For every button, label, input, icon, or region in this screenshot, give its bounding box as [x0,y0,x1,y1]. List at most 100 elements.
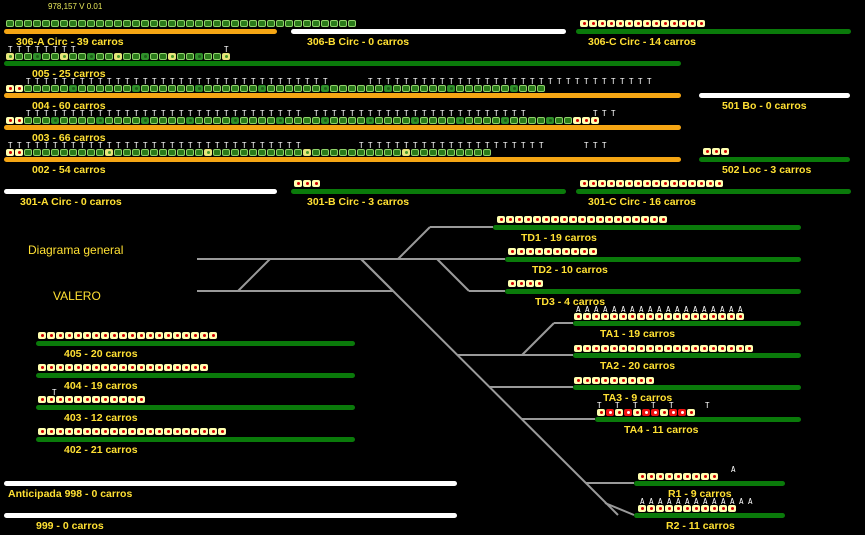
rail-car[interactable] [6,85,14,92]
rail-car[interactable] [33,20,41,27]
rail-car[interactable] [330,20,338,27]
track-r1[interactable] [634,481,785,486]
rail-car[interactable] [312,20,320,27]
rail-car[interactable] [456,149,464,156]
rail-car[interactable] [366,117,374,124]
rail-car[interactable] [267,149,275,156]
rail-car[interactable] [592,345,600,352]
rail-car[interactable] [619,313,627,320]
rail-car[interactable] [582,117,590,124]
rail-car[interactable] [348,20,356,27]
rail-car[interactable] [51,20,59,27]
rail-car[interactable] [209,428,217,435]
rail-car[interactable] [87,117,95,124]
track-306a[interactable] [4,29,277,34]
rail-car[interactable] [114,20,122,27]
rail-car[interactable] [526,248,534,255]
rail-car[interactable] [42,85,50,92]
rail-car[interactable] [69,53,77,60]
rail-car[interactable] [688,20,696,27]
rail-car[interactable] [656,505,664,512]
rail-car[interactable] [580,248,588,255]
rail-car[interactable] [456,117,464,124]
track-502[interactable] [699,157,850,162]
rail-car[interactable] [483,117,491,124]
rail-car[interactable] [483,149,491,156]
rail-car[interactable] [670,180,678,187]
rail-car[interactable] [51,149,59,156]
rail-car[interactable] [562,248,570,255]
rail-car[interactable] [736,313,744,320]
rail-car[interactable] [141,85,149,92]
rail-car[interactable] [601,345,609,352]
rail-car[interactable] [65,428,73,435]
rail-car[interactable] [655,313,663,320]
rail-car[interactable] [718,313,726,320]
rail-car[interactable] [510,117,518,124]
rail-car[interactable] [159,20,167,27]
rail-car[interactable] [665,505,673,512]
rail-car[interactable] [42,149,50,156]
rail-car[interactable] [528,117,536,124]
rail-car[interactable] [231,117,239,124]
rail-car[interactable] [114,85,122,92]
rail-car[interactable] [114,117,122,124]
rail-car[interactable] [535,248,543,255]
rail-car[interactable] [384,149,392,156]
rail-car[interactable] [137,364,145,371]
rail-car[interactable] [240,117,248,124]
rail-car[interactable] [303,180,311,187]
rail-car[interactable] [692,473,700,480]
rail-car[interactable] [650,216,658,223]
rail-car[interactable] [6,20,14,27]
rail-car[interactable] [128,364,136,371]
rail-car[interactable] [569,216,577,223]
rail-car[interactable] [623,216,631,223]
rail-car[interactable] [706,180,714,187]
rail-car[interactable] [697,180,705,187]
rail-car[interactable] [497,216,505,223]
rail-car[interactable] [200,332,208,339]
rail-car[interactable] [366,149,374,156]
rail-car[interactable] [92,332,100,339]
rail-car[interactable] [465,149,473,156]
rail-car[interactable] [123,53,131,60]
rail-car[interactable] [688,180,696,187]
rail-car[interactable] [492,117,500,124]
rail-car[interactable] [517,280,525,287]
rail-car[interactable] [195,117,203,124]
rail-car[interactable] [661,20,669,27]
rail-car[interactable] [598,20,606,27]
rail-car[interactable] [87,20,95,27]
rail-car[interactable] [642,409,650,416]
rail-car[interactable] [674,505,682,512]
rail-car[interactable] [177,20,185,27]
rail-car[interactable] [186,117,194,124]
rail-car[interactable] [56,332,64,339]
rail-car[interactable] [709,345,717,352]
rail-car[interactable] [580,20,588,27]
rail-car[interactable] [384,85,392,92]
rail-car[interactable] [506,216,514,223]
rail-car[interactable] [321,85,329,92]
rail-car[interactable] [607,20,615,27]
track-ta2[interactable] [573,353,801,358]
rail-car[interactable] [15,53,23,60]
rail-car[interactable] [411,117,419,124]
rail-car[interactable] [628,377,636,384]
rail-car[interactable] [191,364,199,371]
rail-car[interactable] [465,117,473,124]
rail-car[interactable] [625,180,633,187]
rail-car[interactable] [213,53,221,60]
rail-car[interactable] [159,149,167,156]
rail-car[interactable] [647,505,655,512]
rail-car[interactable] [209,332,217,339]
rail-car[interactable] [605,216,613,223]
rail-car[interactable] [625,20,633,27]
rail-car[interactable] [339,149,347,156]
rail-car[interactable] [692,505,700,512]
rail-car[interactable] [528,85,536,92]
rail-car[interactable] [682,345,690,352]
rail-car[interactable] [651,409,659,416]
rail-car[interactable] [101,428,109,435]
